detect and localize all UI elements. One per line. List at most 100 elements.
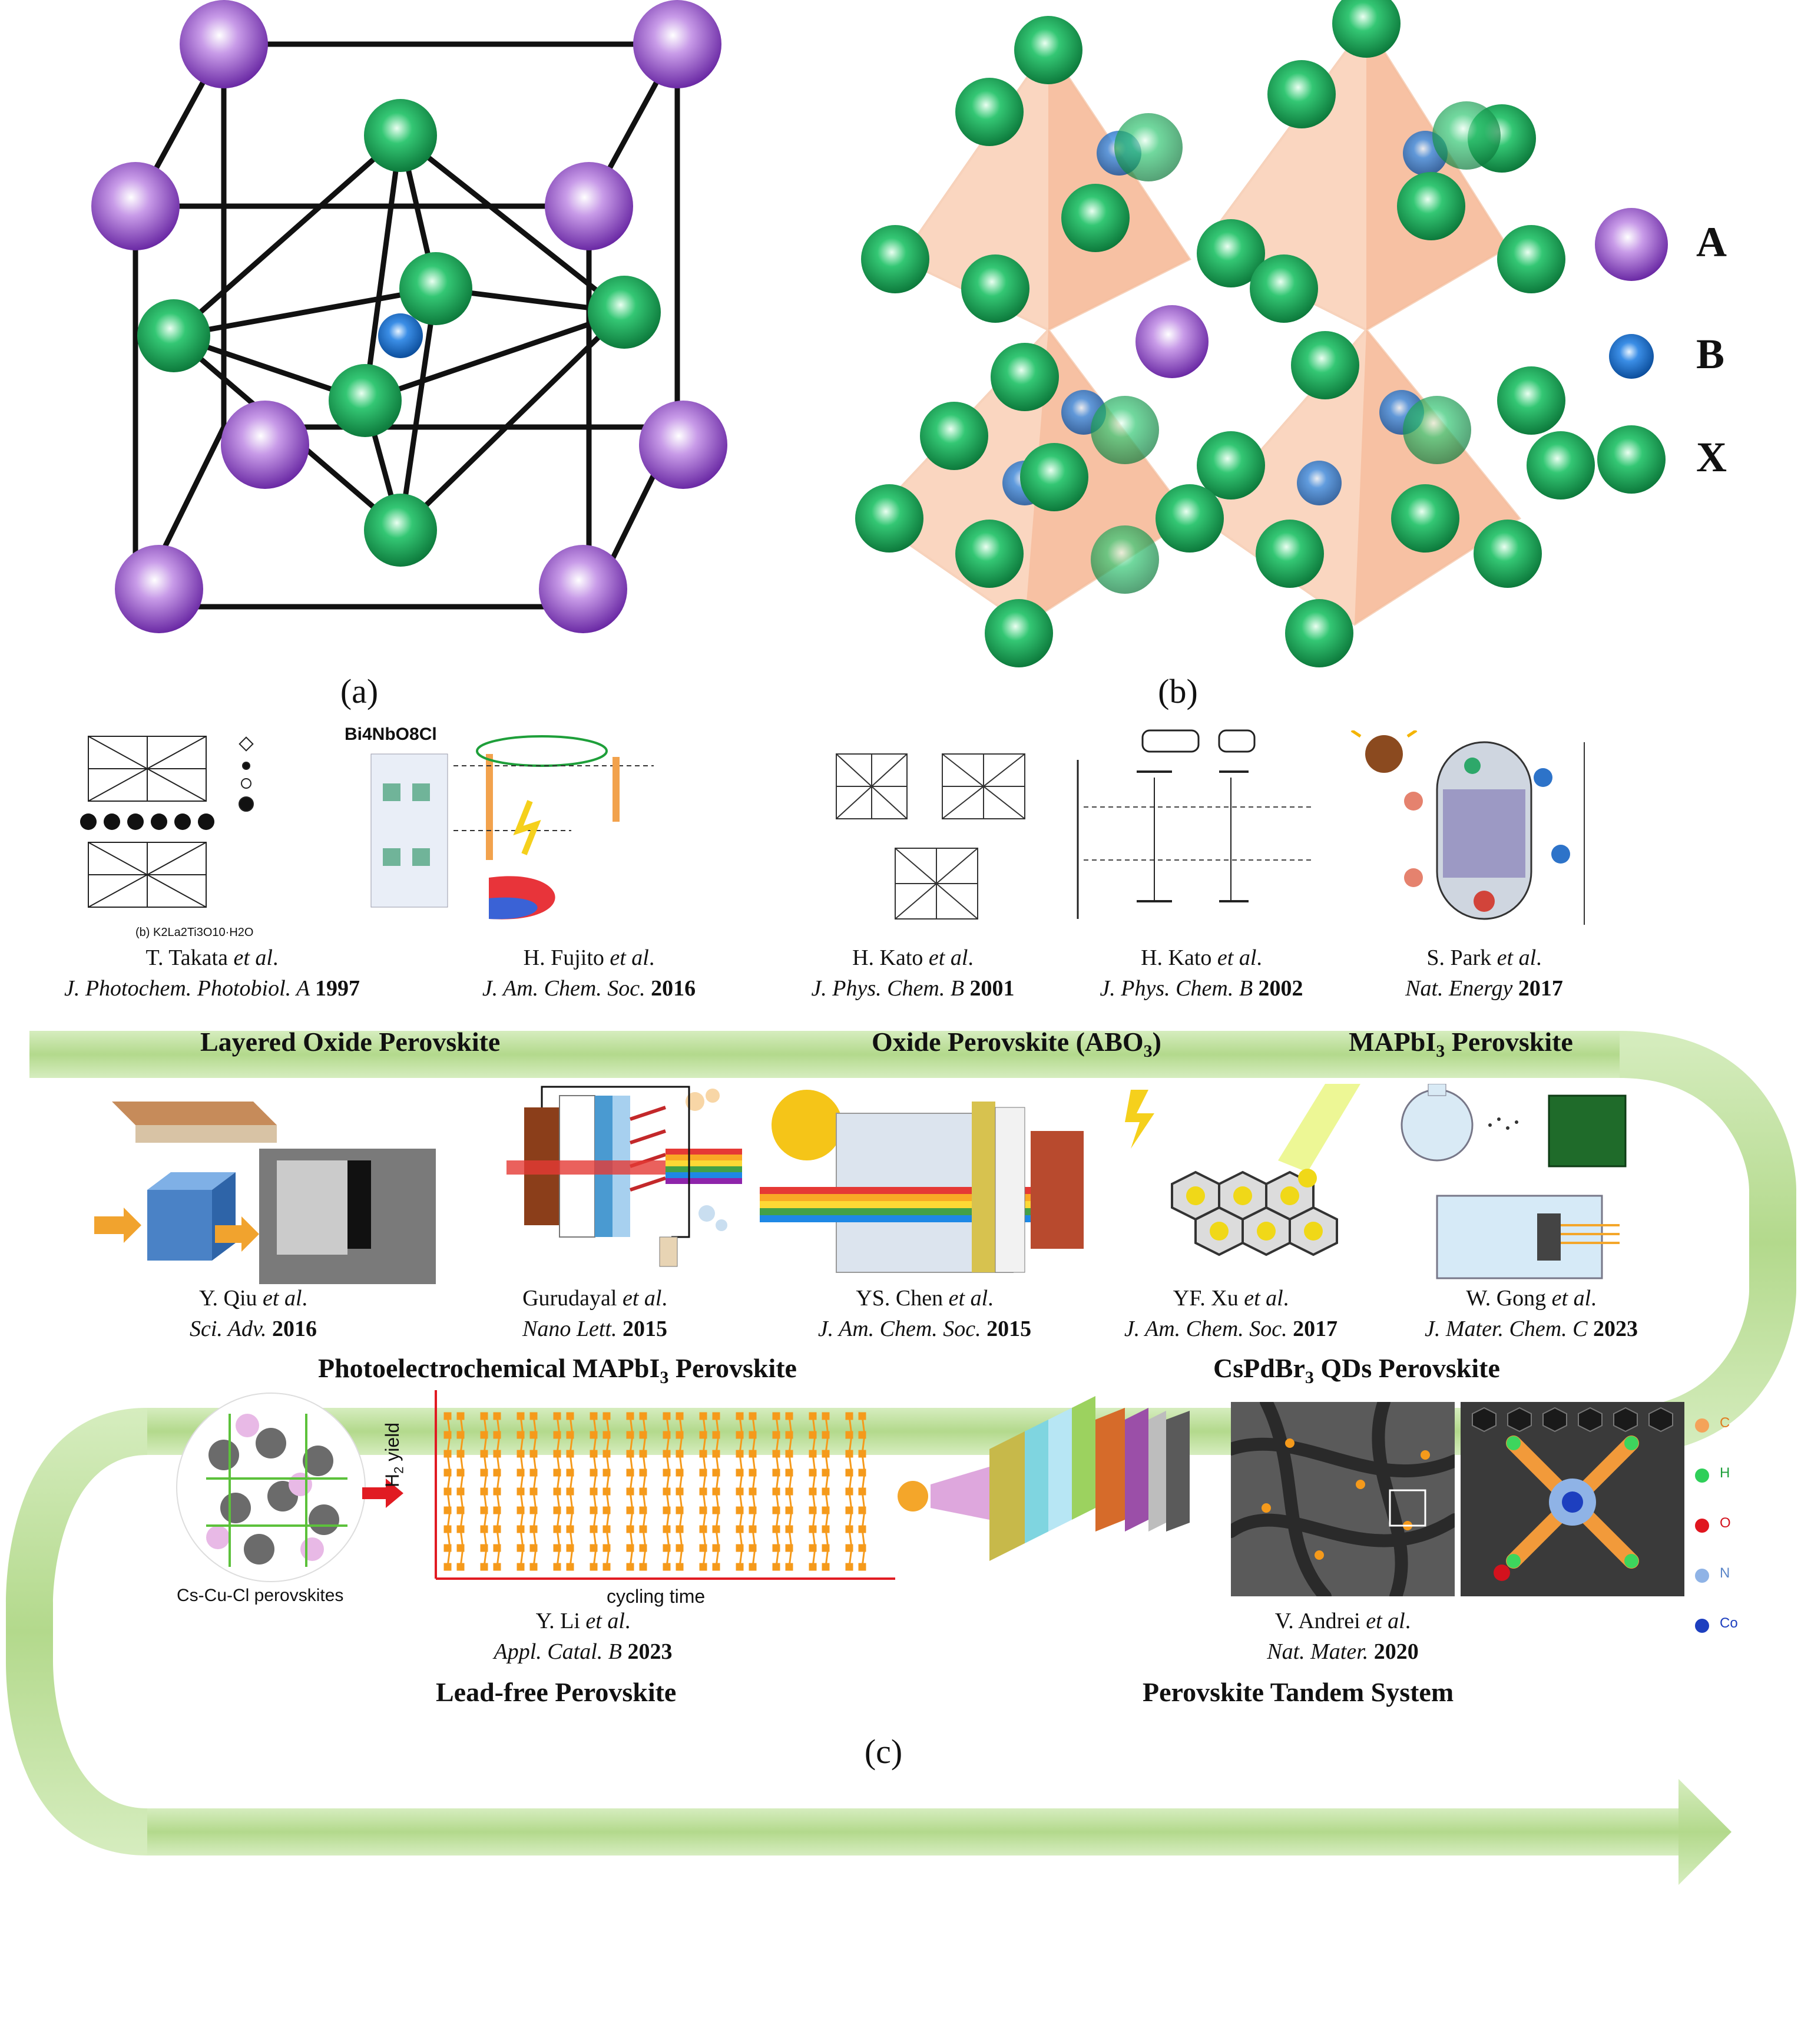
cycle-point (822, 1487, 830, 1496)
cycle-point (517, 1412, 525, 1420)
cycle-point (772, 1487, 780, 1496)
cycle-point (480, 1525, 488, 1533)
cycle-point (749, 1412, 757, 1420)
atom-a (545, 162, 633, 250)
cycle-point (456, 1563, 465, 1571)
cycle-point (480, 1563, 488, 1571)
legend-label-x: X (1696, 434, 1727, 481)
thumb-andrei-tandem-device (898, 1396, 1190, 1561)
h2-yield-axis-label: H2 yield (382, 1422, 406, 1487)
cycle-point (749, 1506, 757, 1514)
atom-a (639, 401, 727, 489)
cycle-point (772, 1563, 780, 1571)
cycle-point (517, 1506, 525, 1514)
cycle-point (639, 1563, 647, 1571)
panel-label-b: (b) (1158, 672, 1198, 710)
citation-takata: T. Takata et al. J. Photochem. Photobiol… (64, 945, 360, 1001)
cycle-point (699, 1544, 707, 1552)
atom-x (399, 252, 472, 325)
cycle-point (517, 1544, 525, 1552)
cycle-point (553, 1525, 561, 1533)
cycle-point (822, 1544, 830, 1552)
cycle-point (736, 1563, 744, 1571)
cycle-point (676, 1450, 684, 1458)
cycle-point (517, 1525, 525, 1533)
cycle-point (785, 1525, 793, 1533)
cycle-point (712, 1431, 720, 1439)
cycle-point (809, 1544, 817, 1552)
cycle-point (858, 1563, 866, 1571)
cycle-point (602, 1468, 611, 1477)
cycle-point (602, 1431, 611, 1439)
thumb-li-cs-cu-cl-structure (176, 1393, 366, 1582)
band-label-layered-oxide: Layered Oxide Perovskite (200, 1027, 501, 1057)
red-arrow-icon (362, 1479, 403, 1508)
cycle-point (699, 1525, 707, 1533)
cycle-point (493, 1487, 501, 1496)
legend-swatch-b (1609, 334, 1654, 379)
citation-kato-2001: H. Kato et al. J. Phys. Chem. B 2001 (811, 945, 1015, 1001)
atom-a (1135, 305, 1209, 378)
thumb-fujito-band-diagram (370, 735, 654, 920)
cycle-point (712, 1544, 720, 1552)
atom-b (378, 313, 423, 358)
cycle-point (845, 1563, 853, 1571)
legend-swatch-x (1597, 425, 1666, 494)
cycle-point (493, 1525, 501, 1533)
atom-x (137, 299, 210, 372)
cycle-point (529, 1563, 538, 1571)
cycle-point (712, 1450, 720, 1458)
cycle-point (553, 1487, 561, 1496)
cycle-point (712, 1563, 720, 1571)
band-label-lead-free: Lead-free Perovskite (436, 1677, 677, 1707)
atom-x (364, 99, 437, 172)
cycle-point (736, 1431, 744, 1439)
cycle-point (480, 1506, 488, 1514)
cycle-point (639, 1544, 647, 1552)
cycle-point (443, 1487, 452, 1496)
cycle-point (712, 1412, 720, 1420)
cycle-point (626, 1412, 634, 1420)
thumb-gong-setup (1401, 1084, 1627, 1279)
cycle-point (493, 1563, 501, 1571)
cycle-point (822, 1450, 830, 1458)
cycle-point (566, 1468, 574, 1477)
thumb-kato-2001-structures (836, 753, 1025, 920)
citation-fujito: H. Fujito et al. J. Am. Chem. Soc. 2016 (482, 945, 696, 1001)
cycle-point (845, 1431, 853, 1439)
cycle-point (749, 1563, 757, 1571)
band-label-mapbi3: MAPbI3 Perovskite (1349, 1027, 1573, 1061)
cycle-point (517, 1450, 525, 1458)
citation-andrei: V. Andrei et al. Nat. Mater. 2020 (1267, 1609, 1419, 1664)
band-label-photoelectrochemical: Photoelectrochemical MAPbI3 Perovskite (318, 1353, 797, 1388)
cycle-point (566, 1412, 574, 1420)
cycle-point (736, 1468, 744, 1477)
cycle-point (566, 1450, 574, 1458)
cycle-point (602, 1544, 611, 1552)
cycle-point (785, 1431, 793, 1439)
cycle-point (858, 1468, 866, 1477)
cycle-point (809, 1431, 817, 1439)
atom-a (180, 0, 268, 88)
cycle-point (529, 1506, 538, 1514)
cycle-point (785, 1506, 793, 1514)
cycle-point (736, 1506, 744, 1514)
cycle-point (566, 1506, 574, 1514)
cycle-point (456, 1450, 465, 1458)
cycle-point (590, 1431, 598, 1439)
cycle-point (663, 1450, 671, 1458)
thumb-andrei-cnt-network (1231, 1402, 1455, 1596)
citation-xu: YF. Xu et al. J. Am. Chem. Soc. 2017 (1124, 1286, 1338, 1341)
cycle-point (772, 1525, 780, 1533)
panel-label-c: (c) (864, 1732, 903, 1771)
cycle-point (639, 1468, 647, 1477)
cycle-point (809, 1525, 817, 1533)
cycle-point (736, 1525, 744, 1533)
atom-legend-swatch-n (1695, 1569, 1709, 1583)
cycle-point (553, 1563, 561, 1571)
cycle-point (663, 1431, 671, 1439)
cycle-point (529, 1525, 538, 1533)
cycle-point (676, 1506, 684, 1514)
legend-label-a: A (1696, 219, 1727, 266)
cycle-point (858, 1412, 866, 1420)
